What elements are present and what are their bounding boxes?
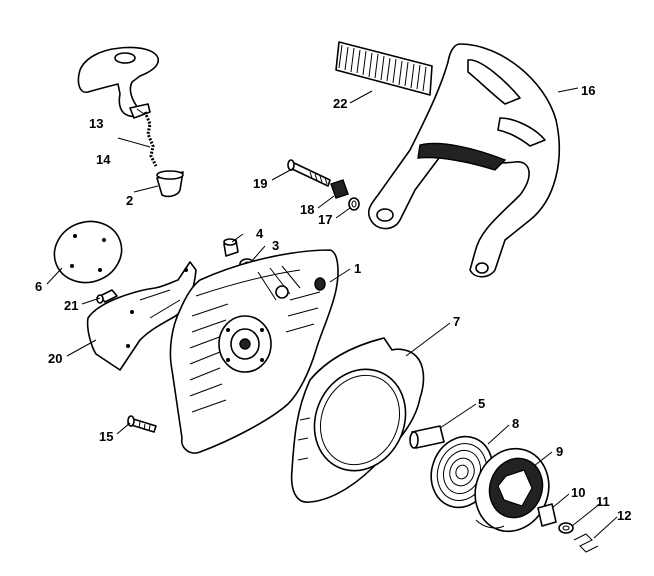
label-2: 2	[126, 193, 133, 208]
part-11-washer	[558, 522, 574, 534]
label-8: 8	[512, 416, 519, 431]
part-2-sleeve	[156, 170, 184, 198]
label-18: 18	[300, 202, 314, 217]
part-18-buffer	[330, 179, 349, 199]
label-20: 20	[48, 351, 62, 366]
part-6-plate	[53, 220, 123, 284]
part-1-fan-housing	[169, 249, 339, 454]
label-9: 9	[556, 444, 563, 459]
part-15-screw	[127, 415, 157, 433]
label-14: 14	[96, 152, 111, 167]
part-5-spring-pin	[409, 425, 445, 449]
label-13: 13	[89, 116, 103, 131]
part-16-hand-guard	[367, 43, 561, 278]
part-17-sleeve	[348, 197, 360, 211]
label-12: 12	[617, 508, 631, 523]
part-13-starter-grip	[77, 46, 160, 119]
label-5: 5	[478, 396, 485, 411]
label-21: 21	[64, 298, 78, 313]
part-21-screw	[96, 289, 118, 304]
part-4-screw	[223, 238, 239, 257]
label-10: 10	[571, 485, 585, 500]
part-19-screw	[287, 159, 331, 187]
part-7-starter-housing	[290, 337, 425, 503]
label-17: 17	[318, 212, 332, 227]
part-10-pawl	[537, 503, 557, 527]
label-4: 4	[256, 226, 264, 241]
leader-lines	[46, 87, 618, 539]
label-22: 22	[333, 96, 347, 111]
label-3: 3	[272, 238, 279, 253]
label-1: 1	[354, 261, 361, 276]
label-6: 6	[35, 279, 42, 294]
part-12-spring-clip	[573, 533, 599, 553]
label-15: 15	[99, 429, 113, 444]
part-22-grille	[335, 41, 433, 96]
callout-labels: 13 14 2 16 22 19 18 17 4 3 6 21 1 20 7 1…	[35, 83, 631, 523]
label-16: 16	[581, 83, 595, 98]
label-19: 19	[253, 176, 267, 191]
part-14-starter-rope	[143, 111, 158, 167]
label-7: 7	[453, 314, 460, 329]
label-11: 11	[596, 494, 610, 509]
part-9-rope-rotor	[474, 447, 550, 533]
